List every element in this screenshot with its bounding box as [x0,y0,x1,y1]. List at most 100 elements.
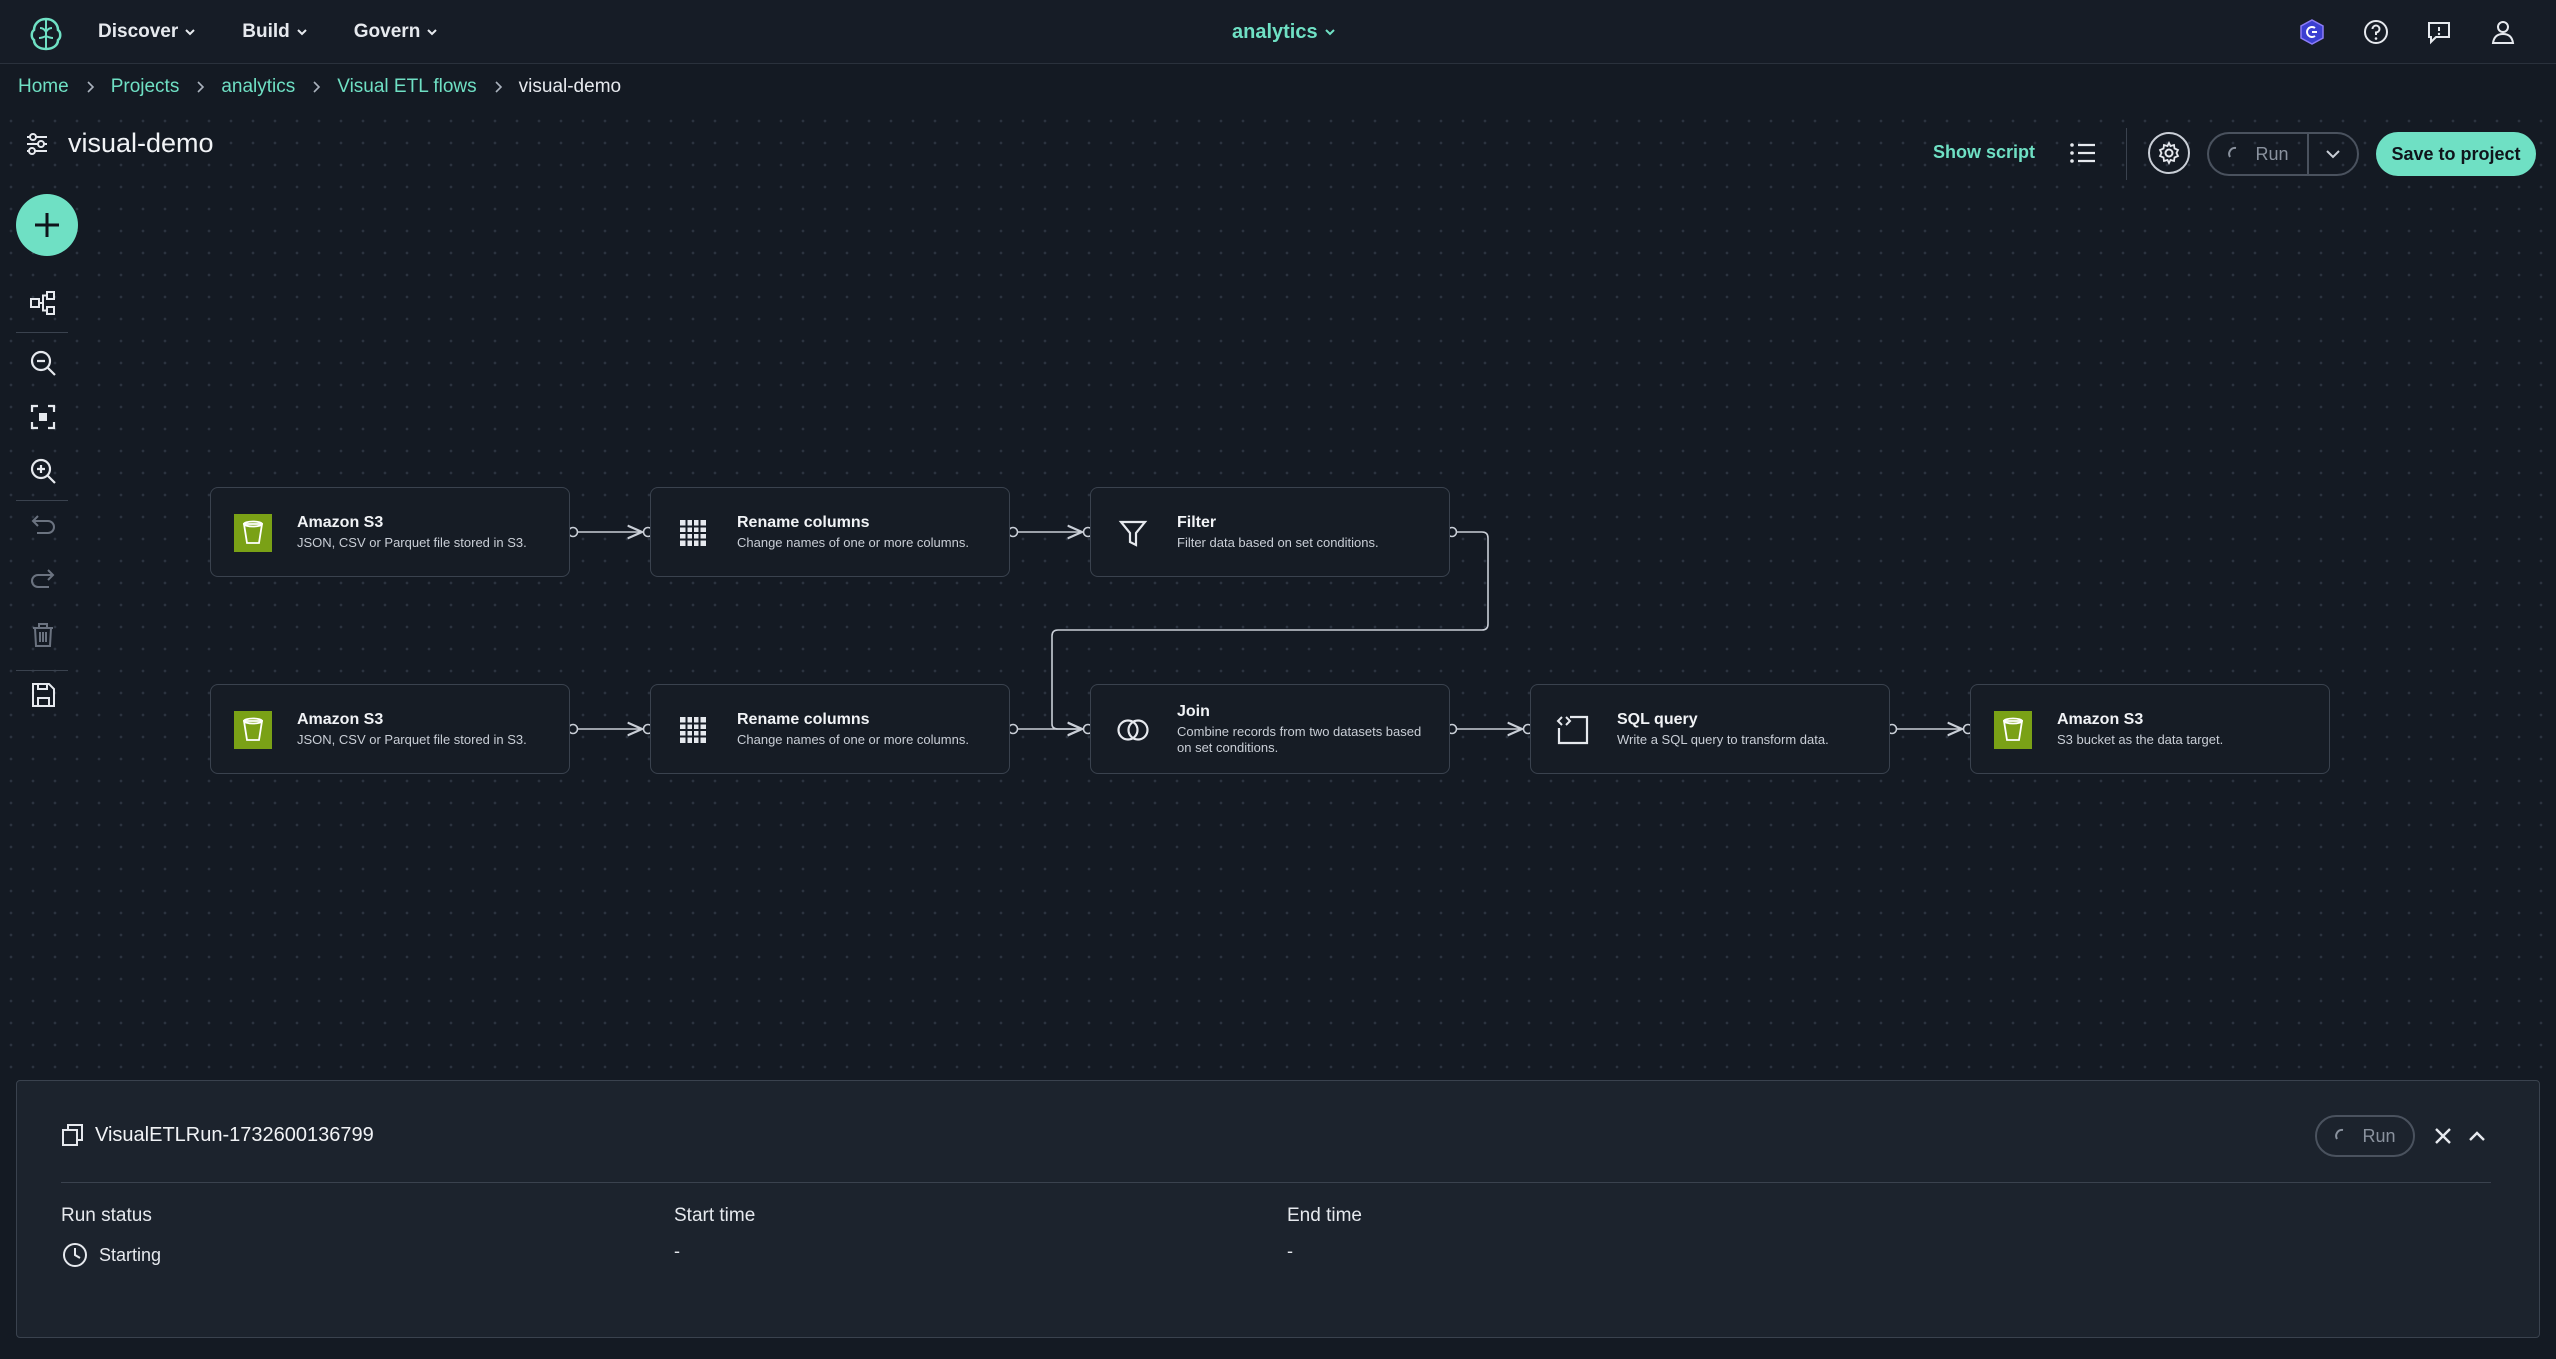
breadcrumb: Home Projects analytics Visual ETL flows… [18,72,621,102]
flow-canvas[interactable] [0,110,2556,1076]
toolbar-divider [16,332,68,333]
node-amazon-s3-source-1[interactable]: Amazon S3 JSON, CSV or Parquet file stor… [210,487,570,577]
chevron-down-icon [2326,150,2340,159]
node-rename-columns-1[interactable]: Rename columns Change names of one or mo… [650,487,1010,577]
copy-icon[interactable] [61,1123,85,1147]
nav-govern-label: Govern [353,21,421,42]
node-description: Filter data based on set conditions. [1177,534,1379,550]
node-join[interactable]: Join Combine records from two datasets b… [1090,684,1450,774]
panel-divider [61,1182,2491,1183]
show-script-button[interactable]: Show script [1933,142,2036,162]
end-time-section: End time - [1287,1205,1362,1262]
chevron-right-icon [197,81,205,93]
clock-icon [63,1243,87,1267]
node-description: Combine records from two datasets based … [1177,723,1422,755]
node-amazon-s3-target[interactable]: Amazon S3 S3 bucket as the data target. [1970,684,2330,774]
node-description: Change names of one or more columns. [737,534,969,550]
undo-icon[interactable] [28,512,58,542]
sql-icon [1556,715,1589,745]
user-icon[interactable] [2489,18,2517,46]
node-rename-columns-2[interactable]: Rename columns Change names of one or mo… [650,684,1010,774]
breadcrumb-current: visual-demo [518,76,622,97]
breadcrumb-projects[interactable]: Projects [110,76,180,97]
flow-properties-icon[interactable] [24,131,50,157]
run-status-label: Run status [61,1205,152,1226]
run-status-section: Run status Starting [61,1205,161,1269]
node-title: Rename columns [737,710,870,728]
node-title: Amazon S3 [2057,710,2144,728]
node-title: Rename columns [737,513,870,531]
chevron-up-icon[interactable] [2465,1124,2489,1148]
project-name: analytics [1232,20,1318,43]
breadcrumb-home[interactable]: Home [18,76,69,97]
node-title: Amazon S3 [297,513,384,531]
zoom-in-icon[interactable] [28,456,58,486]
flow-header: visual-demo [24,128,214,159]
project-selector[interactable]: analytics [1232,0,1336,64]
fit-view-icon[interactable] [28,402,58,432]
node-description: Change names of one or more columns. [737,731,969,747]
settings-button[interactable] [2148,132,2190,174]
start-time-value: - [674,1241,680,1261]
gear-icon [2158,141,2180,165]
end-time-value: - [1287,1241,1293,1261]
auto-layout-icon[interactable] [28,288,58,318]
nav-build[interactable]: Build [242,21,308,43]
chevron-down-icon [427,29,438,36]
list-icon[interactable] [2068,138,2098,168]
toolbar-divider [16,500,68,501]
filter-icon [1118,520,1148,547]
shield-icon[interactable] [2298,18,2326,46]
top-nav: Discover Build Govern analytics [0,0,2556,64]
save-icon[interactable] [28,680,58,710]
panel-run-label: Run [2362,1125,2396,1146]
run-id: VisualETLRun-1732600136799 [95,1123,374,1146]
toolbar-divider [16,670,68,671]
save-to-project-button[interactable]: Save to project [2376,132,2536,176]
end-time-label: End time [1287,1205,1362,1226]
panel-run-button[interactable]: Run [2315,1115,2415,1157]
delete-icon[interactable] [28,620,58,650]
node-description: JSON, CSV or Parquet file stored in S3. [297,731,527,747]
nav-discover-label: Discover [98,21,179,42]
s3-bucket-icon [1994,711,2032,749]
loading-spinner-icon [2335,1128,2344,1140]
feedback-icon[interactable] [2425,18,2453,46]
chevron-right-icon [87,81,94,93]
run-button[interactable]: Run [2207,132,2307,176]
chevron-down-icon [185,29,195,36]
node-title: SQL query [1617,710,1698,728]
app-logo-icon[interactable] [28,16,64,52]
grid-icon [680,520,706,546]
loading-spinner-icon [2228,146,2237,158]
node-filter[interactable]: Filter Filter data based on set conditio… [1090,487,1450,577]
help-icon[interactable] [2362,18,2390,46]
breadcrumb-analytics[interactable]: analytics [221,76,296,97]
nav-govern[interactable]: Govern [354,21,439,43]
chevron-right-icon [313,81,321,93]
node-title: Amazon S3 [297,710,384,728]
s3-bucket-icon [234,711,272,749]
chevron-down-icon [297,29,307,36]
chevron-right-icon [495,81,502,93]
toolbar-divider [2126,128,2127,180]
run-button-label: Run [2255,143,2289,164]
node-title: Join [1177,702,1210,720]
s3-bucket-icon [234,514,272,552]
run-options-dropdown[interactable] [2307,132,2359,176]
nav-build-label: Build [242,21,290,42]
node-description: S3 bucket as the data target. [2057,731,2224,747]
plus-icon [35,213,59,237]
run-status-value: Starting [99,1244,162,1265]
breadcrumb-visual-etl-flows[interactable]: Visual ETL flows [337,76,477,97]
node-amazon-s3-source-2[interactable]: Amazon S3 JSON, CSV or Parquet file stor… [210,684,570,774]
zoom-out-icon[interactable] [28,348,58,378]
start-time-label: Start time [674,1205,756,1226]
redo-icon[interactable] [28,566,58,596]
nav-discover[interactable]: Discover [98,21,196,43]
close-icon[interactable] [2431,1124,2455,1148]
add-node-button[interactable] [16,194,78,256]
node-description: JSON, CSV or Parquet file stored in S3. [297,534,527,550]
chevron-down-icon [1324,29,1335,36]
node-sql-query[interactable]: SQL query Write a SQL query to transform… [1530,684,1890,774]
